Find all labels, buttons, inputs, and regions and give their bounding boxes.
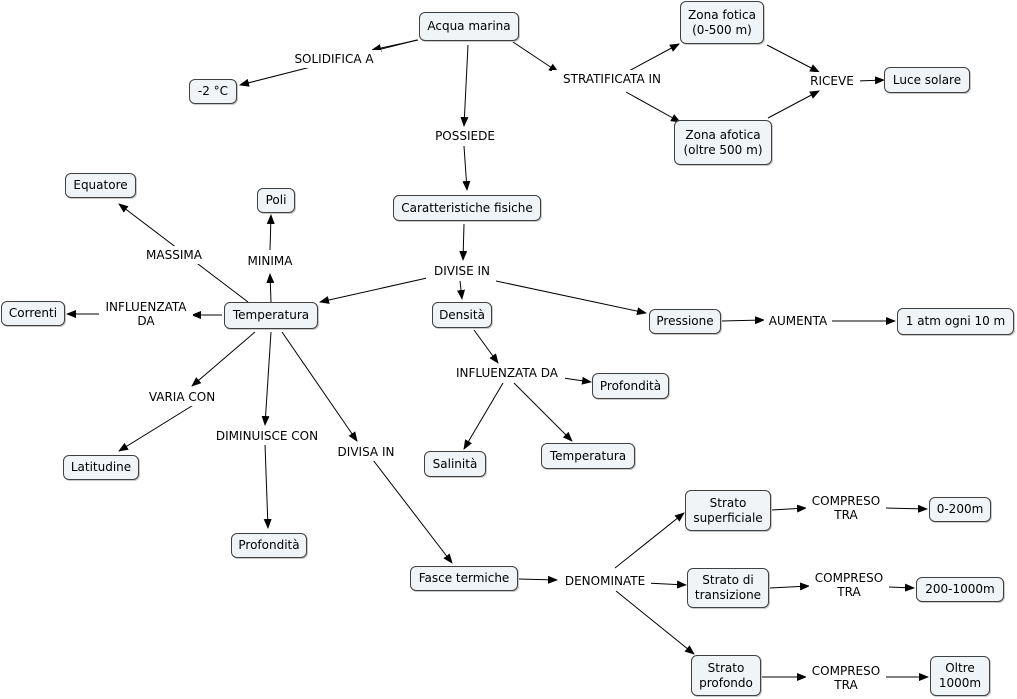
link-varia-con: VARIA CON [143,388,221,406]
connector-arrow-8 [856,76,885,85]
concept-profondita-densita[interactable]: Profondità [592,373,669,399]
link-massima: MASSIMA [141,246,207,264]
concept-temperatura-densita[interactable]: Temperatura [541,443,635,469]
link-aumenta: AUMENTA [764,312,832,330]
link-divisa-in: DIVISA IN [330,443,402,461]
link-compreso-tra-transizione: COMPRESO TRA [809,569,889,601]
link-denominate: DENOMINATE [559,572,651,590]
connector-arrow-26 [191,331,256,387]
concept-profondita-temperatura[interactable]: Profondità [231,533,307,558]
concept-pressione[interactable]: Pressione [649,309,721,334]
concept-zona-afotica[interactable]: Zona afotica (oltre 500 m) [674,120,772,165]
link-compreso-tra-superficiale: COMPRESO TRA [806,492,886,524]
link-stratificata-in: STRATIFICATA IN [552,70,672,88]
connector-arrow-12 [319,277,428,304]
link-riceve: RICEVE [804,72,860,90]
concept-poli[interactable]: Poli [257,188,295,213]
concept-densita[interactable]: Densità [432,302,492,328]
link-influenzata-da-temperatura: INFLUENZATA DA [99,298,193,330]
concept-temperatura[interactable]: Temperatura [224,302,318,329]
connector-arrow-13 [457,280,465,300]
connector-arrow-39 [888,583,915,592]
connector-arrow-4 [626,43,680,73]
connector-arrow-33 [614,512,685,569]
connector-arrow-28 [261,331,272,426]
concept-strato-transizione[interactable]: Strato di transizione [687,568,769,608]
concept-acqua-marina[interactable]: Acqua marina [419,12,519,41]
concept-latitudine[interactable]: Latitudine [63,455,139,480]
connector-arrow-22 [473,329,499,364]
connector-arrow-36 [771,504,807,513]
connector-arrow-35 [615,590,695,655]
connector-arrow-23 [562,376,592,385]
connector-arrow-7 [767,90,820,119]
concept-1-atm-ogni-10-m[interactable]: 1 atm ogni 10 m [897,308,1014,335]
connector-arrow-30 [281,331,358,442]
concept-oltre-1000m[interactable]: Oltre 1000m [930,656,990,696]
connector-arrow-32 [518,575,558,584]
link-compreso-tra-profondo: COMPRESO TRA [806,662,886,694]
link-minima: MINIMA [243,252,297,270]
concept-minus-2-celsius[interactable]: -2 °C [189,79,237,104]
concept-zona-fotica[interactable]: Zona fotica (0-500 m) [680,1,764,44]
connector-arrow-31 [372,459,453,564]
concept-salinita[interactable]: Salinità [424,451,486,477]
concept-correnti[interactable]: Correnti [1,301,65,326]
connector-arrow-9 [460,44,469,127]
connector-arrow-3 [512,41,559,73]
concept-equatore[interactable]: Equatore [65,173,136,198]
connector-arrow-10 [462,145,471,191]
link-solidifica-a: SOLIDIFICA A [287,50,381,68]
connector-arrow-37 [885,504,928,513]
link-influenzata-da-densita: INFLUENZATA DA [449,364,565,382]
concept-luce-solare[interactable]: Luce solare [884,67,970,93]
link-diminuisce-con: DIMINUISCE CON [208,427,326,445]
concept-strato-superficiale[interactable]: Strato superficiale [685,490,771,531]
concept-caratteristiche-fisiche[interactable]: Caratteristiche fisiche [393,195,541,221]
connector-arrow-38 [769,582,810,591]
concept-200-1000m[interactable]: 200-1000m [916,577,1004,602]
connector-arrow-6 [766,44,820,73]
connector-arrow-34 [645,580,687,589]
connector-arrow-14 [495,280,647,316]
connector-arrow-27 [118,403,196,452]
concept-0-200m[interactable]: 0-200m [929,497,991,522]
connector-arrow-20 [721,316,765,325]
concept-fasce-termiche[interactable]: Fasce termiche [410,566,518,591]
connector-arrow-16 [266,214,275,251]
connector-arrow-17 [266,273,275,303]
connector-arrow-29 [263,443,272,529]
connector-arrow-5 [625,91,681,123]
concept-strato-profondo[interactable]: Strato profondo [691,655,761,696]
connector-arrow-25 [513,382,573,442]
connector-arrow-24 [463,382,504,450]
connector-arrow-11 [459,223,468,261]
link-possiede: POSSIEDE [428,127,502,145]
link-divise-in: DIVISE IN [426,262,498,280]
